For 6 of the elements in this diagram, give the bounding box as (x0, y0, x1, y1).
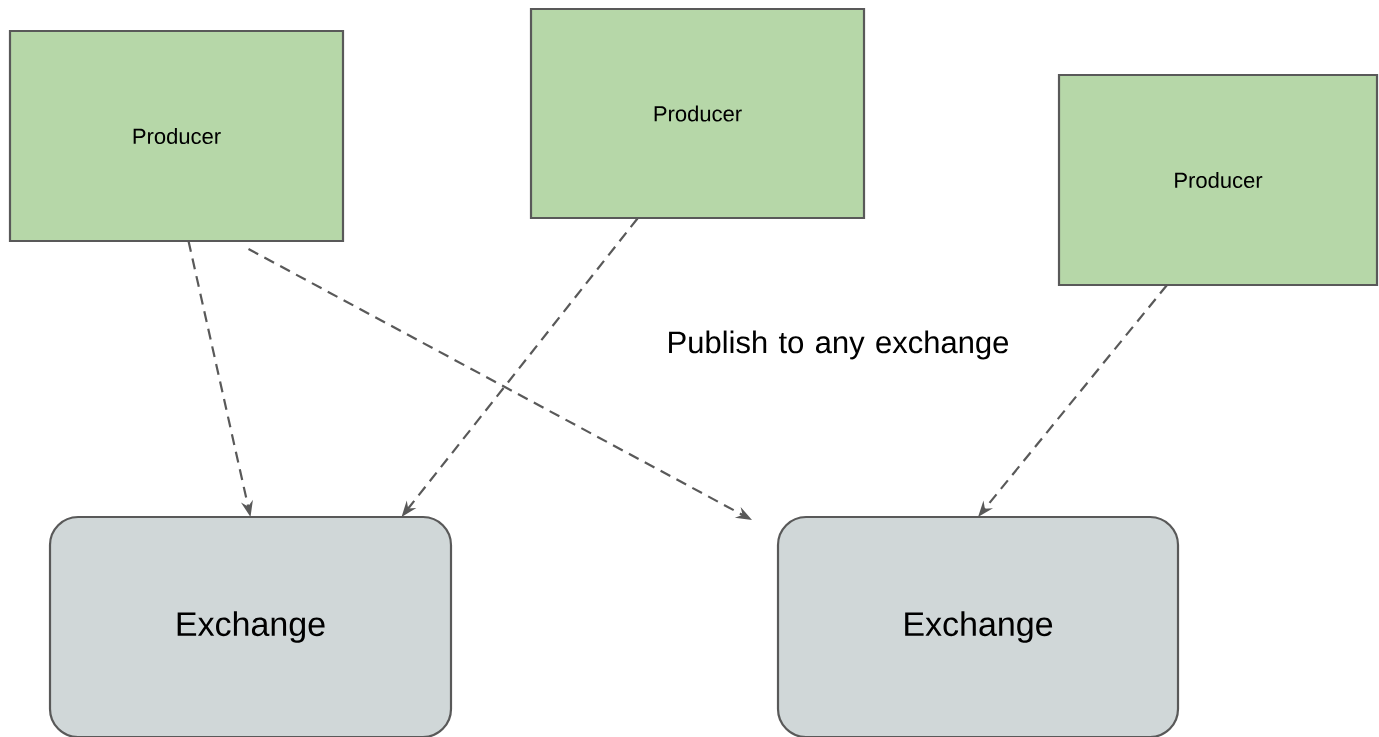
exchange-box: Exchange (776, 515, 1180, 737)
producer-box: Producer (529, 7, 866, 220)
annotation-text: Publish to any exchange (669, 330, 1009, 360)
exchange-box: Exchange (48, 515, 453, 737)
producer-box: Producer (1057, 73, 1379, 287)
producer-box: Producer (8, 29, 345, 243)
